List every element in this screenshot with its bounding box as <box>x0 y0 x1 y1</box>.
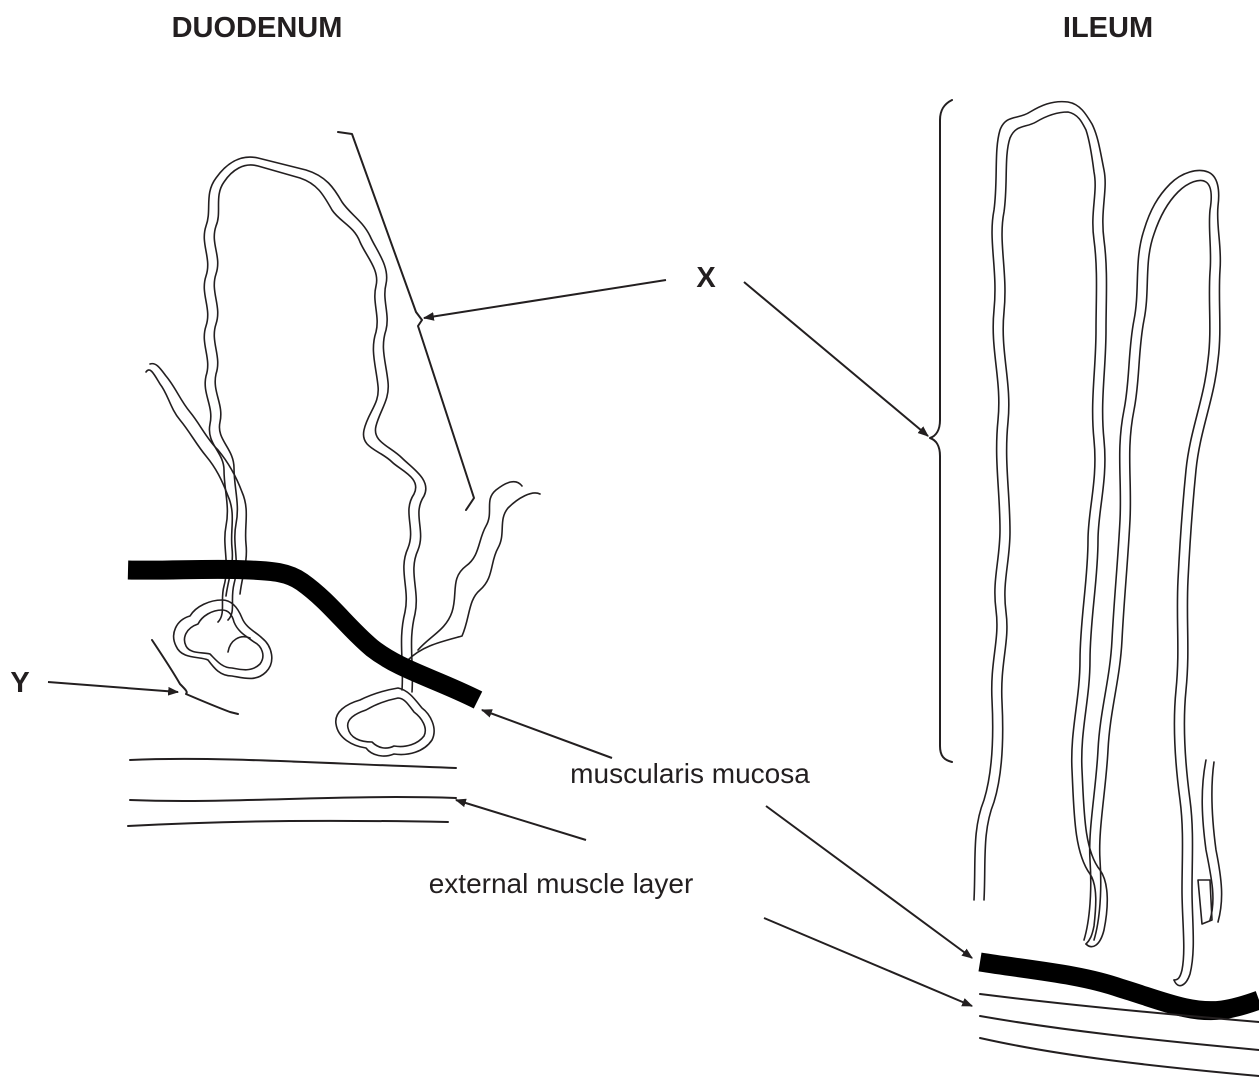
ileum-title: ILEUM <box>1063 12 1153 44</box>
duodenum-section <box>128 132 540 826</box>
brunner-gland-right <box>336 688 434 756</box>
arrow-eml-ileum <box>764 918 972 1006</box>
duodenum-villus <box>204 157 426 692</box>
ileum-section <box>930 100 1259 1076</box>
ileum-muscularis-mucosa <box>980 962 1259 1011</box>
duodenum-external-muscle-layer <box>128 759 456 826</box>
duodenum-title: DUODENUM <box>172 12 343 44</box>
arrow-x-ileum <box>744 282 928 436</box>
arrow-eml-duodenum <box>456 800 586 840</box>
label-y: Y <box>10 667 29 699</box>
arrow-mm-duodenum <box>482 710 612 758</box>
label-external-muscle-layer: external muscle layer <box>429 868 694 899</box>
ileum-villus-right <box>1084 171 1222 986</box>
y-bracket <box>152 640 238 714</box>
label-muscularis-mucosa: muscularis mucosa <box>570 758 810 789</box>
arrow-x-duodenum <box>424 280 666 318</box>
duodenum-muscularis-mucosa <box>128 569 478 700</box>
label-x: X <box>696 262 716 294</box>
ileum-villus-tall <box>974 102 1107 947</box>
duodenum-x-bracket <box>338 132 474 510</box>
arrow-y <box>48 682 178 692</box>
duodenum-crypt-right <box>408 482 540 660</box>
arrow-mm-ileum <box>766 806 972 958</box>
ileum-x-bracket <box>930 100 952 762</box>
